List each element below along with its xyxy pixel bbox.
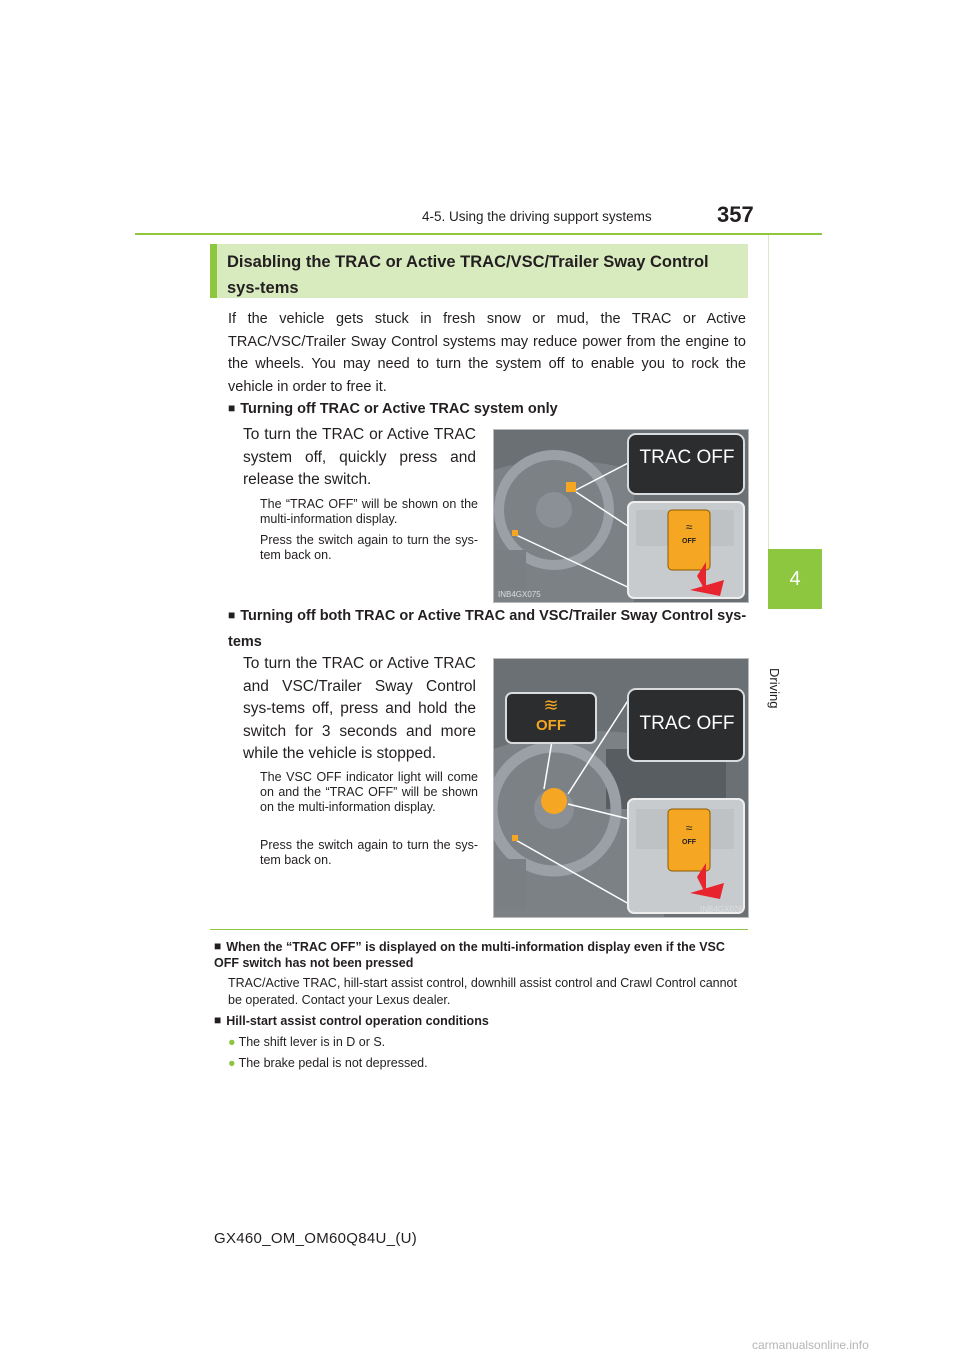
document-code-footer: GX460_OM_OM60Q84U_(U) bbox=[214, 1230, 418, 1247]
vsc-switch-icon: ≈ bbox=[685, 520, 693, 534]
square-bullet-icon: ■ bbox=[214, 1013, 222, 1027]
trac-off-display: TRAC OFF bbox=[639, 447, 735, 468]
intro-paragraph: If the vehicle gets stuck in fresh snow … bbox=[228, 311, 746, 395]
square-bullet-icon: ■ bbox=[214, 939, 222, 953]
chapter-tab: 4 bbox=[768, 549, 822, 609]
vsc-indicator-icon: ≋ bbox=[543, 695, 559, 715]
dashboard-illustration bbox=[494, 430, 748, 602]
note-trac-only-2: Press the switch again to turn the sys-t… bbox=[260, 533, 478, 562]
instruction-trac-only: To turn the TRAC or Active TRAC system o… bbox=[243, 426, 476, 488]
bullet-dot-icon: ● bbox=[228, 1056, 236, 1070]
info-heading-trac-off-displayed: ■When the “TRAC OFF” is displayed on the… bbox=[214, 939, 725, 970]
section-title: Disabling the TRAC or Active TRAC/VSC/Tr… bbox=[210, 244, 748, 298]
info-text-trac-off-displayed: TRAC/Active TRAC, hill-start assist cont… bbox=[228, 976, 737, 1007]
page-number: 357 bbox=[717, 202, 754, 227]
switch-off-label: OFF bbox=[682, 538, 696, 545]
note-trac-vsc-1: The VSC OFF indicator light will come on… bbox=[260, 770, 478, 814]
instruction-trac-vsc: To turn the TRAC or Active TRAC and VSC/… bbox=[243, 655, 476, 762]
running-header: 4-5. Using the driving support systems bbox=[422, 209, 652, 224]
vsc-switch-icon: ≈ bbox=[685, 821, 693, 835]
figure-code: INB4GX076 bbox=[700, 905, 743, 914]
chapter-label: Driving bbox=[767, 668, 782, 709]
figure-trac-off-switch: TRAC OFF OFF ≈ INB4GX075 bbox=[493, 429, 749, 603]
switch-off-label: OFF bbox=[682, 839, 696, 846]
info-heading-hill-start: ■Hill-start assist control operation con… bbox=[214, 1013, 489, 1028]
watermark: carmanualsonline.info bbox=[752, 1338, 869, 1352]
dashboard-illustration bbox=[494, 659, 748, 917]
trac-off-display: TRAC OFF bbox=[639, 713, 735, 734]
square-bullet-icon: ■ bbox=[228, 608, 236, 622]
figure-trac-vsc-off-switch: ≋ OFF TRAC OFF ≈ OFF INB4GX076 bbox=[493, 658, 749, 918]
list-item: ●The brake pedal is not depressed. bbox=[228, 1056, 428, 1070]
subheading-trac-only: ■Turning off TRAC or Active TRAC system … bbox=[228, 401, 558, 417]
square-bullet-icon: ■ bbox=[228, 401, 236, 415]
vsc-off-indicator-label: OFF bbox=[536, 717, 566, 734]
bullet-dot-icon: ● bbox=[228, 1035, 236, 1049]
note-trac-vsc-2: Press the switch again to turn the sys-t… bbox=[260, 838, 478, 867]
header-rule bbox=[135, 233, 822, 235]
subheading-trac-vsc: ■Turning off both TRAC or Active TRAC an… bbox=[228, 608, 747, 650]
list-item: ●The shift lever is in D or S. bbox=[228, 1035, 386, 1049]
notes-separator bbox=[210, 929, 748, 930]
figure-code: INB4GX075 bbox=[498, 590, 541, 599]
side-rule bbox=[768, 235, 823, 549]
note-trac-only-1: The “TRAC OFF” will be shown on the mult… bbox=[260, 497, 478, 526]
